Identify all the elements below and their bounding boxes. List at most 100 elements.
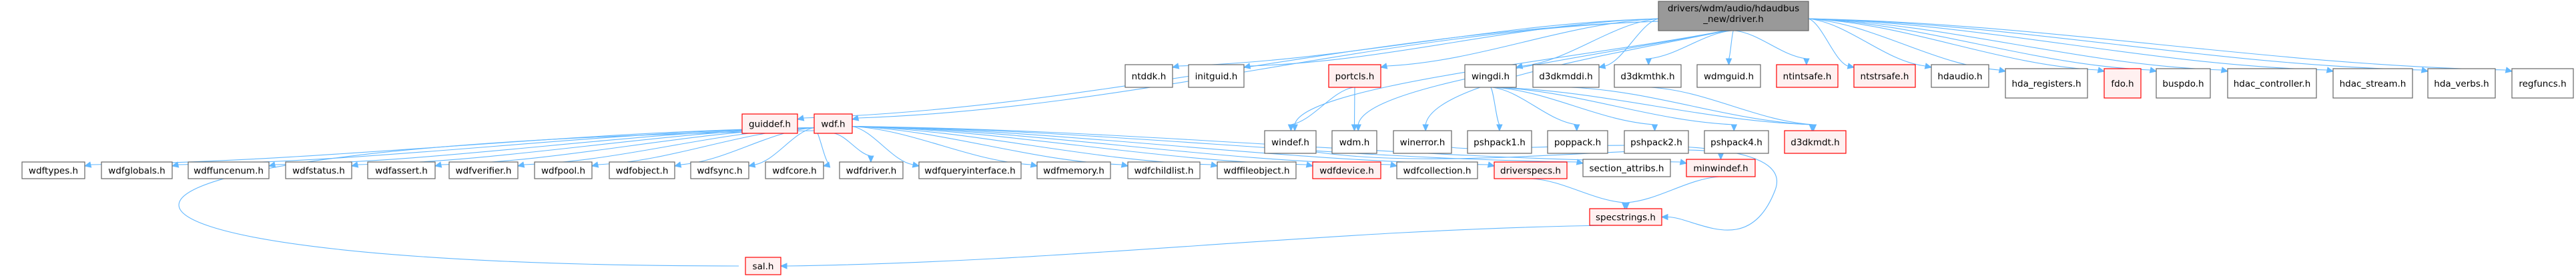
node-label: guiddef.h bbox=[749, 119, 791, 130]
node-label: sal.h bbox=[753, 261, 774, 272]
edge-wdf-to-wdfqueryinterface bbox=[852, 125, 920, 168]
node-box bbox=[1589, 208, 1662, 226]
node-wdmguid[interactable]: wdmguid.h bbox=[1696, 64, 1761, 88]
node-section-attribs[interactable]: section_attribs.h bbox=[1582, 159, 1671, 177]
node-d3dkmthk[interactable]: d3dkmthk.h bbox=[1614, 64, 1682, 88]
node-box bbox=[2104, 68, 2142, 99]
node-regfuncs[interactable]: regfuncs.h bbox=[2511, 68, 2574, 99]
edge-d3dkmthk-to-d3dkmdt bbox=[1650, 87, 1817, 132]
node-label: wingdi.h bbox=[1472, 71, 1510, 82]
node-wdf[interactable]: wdf.h bbox=[814, 113, 853, 134]
node-pshpack1[interactable]: pshpack1.h bbox=[1467, 130, 1532, 154]
node-label: wdffileobject.h bbox=[1223, 166, 1289, 177]
node-wdfpool[interactable]: wdfpool.h bbox=[534, 161, 593, 179]
edge-root-to-portcls bbox=[1379, 18, 1659, 69]
node-ntintsafe[interactable]: ntintsafe.h bbox=[1776, 64, 1839, 88]
node-guiddef[interactable]: guiddef.h bbox=[741, 113, 798, 134]
node-wdfstatus[interactable]: wdfstatus.h bbox=[285, 161, 352, 179]
node-fdo[interactable]: fdo.h bbox=[2104, 68, 2142, 99]
node-d3dkmdt[interactable]: d3dkmdt.h bbox=[1784, 130, 1847, 154]
node-label: ntstrsafe.h bbox=[1861, 71, 1909, 82]
arrowhead-icon bbox=[1660, 213, 1668, 221]
node-label: _new/driver.h bbox=[1702, 14, 1764, 25]
node-buspdo[interactable]: buspdo.h bbox=[2156, 68, 2211, 99]
node-sal[interactable]: sal.h bbox=[745, 257, 781, 275]
node-wdfsync[interactable]: wdfsync.h bbox=[690, 161, 749, 179]
node-box bbox=[918, 161, 1022, 179]
node-label: wdfdevice.h bbox=[1319, 166, 1374, 177]
node-portcls[interactable]: portcls.h bbox=[1328, 64, 1381, 88]
node-box bbox=[285, 161, 352, 179]
node-label: specstrings.h bbox=[1596, 213, 1656, 223]
node-wdfassert[interactable]: wdfassert.h bbox=[367, 161, 436, 179]
node-ntddk[interactable]: ntddk.h bbox=[1124, 64, 1173, 88]
node-box bbox=[1784, 130, 1847, 154]
node-wdfdriver[interactable]: wdfdriver.h bbox=[839, 161, 904, 179]
node-wdfchildlist[interactable]: wdfchildlist.h bbox=[1127, 161, 1201, 179]
edge-wingdi-to-d3dkmdt bbox=[1497, 87, 1815, 132]
node-box bbox=[534, 161, 593, 179]
node-poppack[interactable]: poppack.h bbox=[1547, 130, 1608, 154]
node-wdfverifier[interactable]: wdfverifier.h bbox=[448, 161, 519, 179]
arrowhead-icon bbox=[2505, 67, 2513, 73]
node-wdftypes[interactable]: wdftypes.h bbox=[21, 161, 85, 179]
node-box bbox=[1624, 130, 1689, 154]
node-hdac-controller[interactable]: hdac_controller.h bbox=[2227, 68, 2317, 99]
node-label: drivers/wdm/audio/hdaudbus bbox=[1668, 3, 1799, 14]
node-hdac-stream[interactable]: hdac_stream.h bbox=[2332, 68, 2413, 99]
node-d3dkmddi[interactable]: d3dkmddi.h bbox=[1532, 64, 1600, 88]
arrowhead-icon bbox=[1515, 63, 1524, 69]
node-wdfcore[interactable]: wdfcore.h bbox=[765, 161, 824, 179]
node-wdfglobals[interactable]: wdfglobals.h bbox=[101, 161, 173, 179]
node-hdaudio[interactable]: hdaudio.h bbox=[1931, 64, 1989, 88]
arrowhead-icon bbox=[2149, 67, 2158, 73]
node-pshpack4[interactable]: pshpack4.h bbox=[1704, 130, 1769, 154]
node-box bbox=[2156, 68, 2211, 99]
node-wdfqueryinterface[interactable]: wdfqueryinterface.h bbox=[918, 161, 1022, 179]
node-box bbox=[765, 161, 824, 179]
node-pshpack2[interactable]: pshpack2.h bbox=[1624, 130, 1689, 154]
node-label: hda_verbs.h bbox=[2434, 79, 2489, 89]
node-ntstrsafe[interactable]: ntstrsafe.h bbox=[1853, 64, 1916, 88]
node-label: pshpack2.h bbox=[1630, 137, 1682, 148]
node-label: wdfobject.h bbox=[616, 166, 669, 177]
edge-root-to-regfuncs bbox=[1808, 18, 2513, 73]
node-wdffuncenum[interactable]: wdffuncenum.h bbox=[188, 161, 270, 179]
node-wingdi[interactable]: wingdi.h bbox=[1464, 64, 1517, 88]
node-box bbox=[741, 113, 798, 134]
arrowhead-icon bbox=[1487, 161, 1496, 168]
node-windef[interactable]: windef.h bbox=[1264, 130, 1317, 154]
edge-root-to-ntstrsafe bbox=[1808, 18, 1855, 69]
node-wdffileobject[interactable]: wdffileobject.h bbox=[1217, 161, 1297, 179]
node-box bbox=[1614, 64, 1682, 88]
node-label: d3dkmddi.h bbox=[1539, 71, 1592, 82]
node-box bbox=[1464, 64, 1517, 88]
node-label: buspdo.h bbox=[2162, 79, 2204, 89]
node-hda-registers[interactable]: hda_registers.h bbox=[2005, 68, 2088, 99]
node-winerror[interactable]: winerror.h bbox=[1393, 130, 1452, 154]
node-box bbox=[1853, 64, 1916, 88]
node-wdfobject[interactable]: wdfobject.h bbox=[609, 161, 675, 179]
node-label: hdac_stream.h bbox=[2340, 79, 2406, 89]
node-initguid[interactable]: initguid.h bbox=[1188, 64, 1245, 88]
node-wdfmemory[interactable]: wdfmemory.h bbox=[1036, 161, 1111, 179]
edge-wdf-to-driverspecs bbox=[852, 125, 1496, 168]
node-wdfdevice[interactable]: wdfdevice.h bbox=[1312, 161, 1381, 179]
node-root[interactable]: drivers/wdm/audio/hdaudbus_new/driver.h bbox=[1658, 1, 1809, 31]
arrowhead-icon bbox=[1576, 159, 1584, 165]
node-wdfcollection[interactable]: wdfcollection.h bbox=[1396, 161, 1478, 179]
node-driverspecs[interactable]: driverspecs.h bbox=[1494, 161, 1568, 179]
arrowhead-icon bbox=[1291, 124, 1298, 132]
arrowhead-icon bbox=[1651, 124, 1658, 132]
arrowhead-icon bbox=[1379, 63, 1388, 69]
arrowhead-icon bbox=[1120, 161, 1129, 168]
node-hda-verbs[interactable]: hda_verbs.h bbox=[2427, 68, 2496, 99]
node-wdm[interactable]: wdm.h bbox=[1331, 130, 1377, 154]
node-specstrings[interactable]: specstrings.h bbox=[1589, 208, 1662, 226]
arrowhead-icon bbox=[2097, 67, 2106, 73]
node-minwindef[interactable]: minwindef.h bbox=[1686, 159, 1756, 177]
arrowhead-icon bbox=[1730, 124, 1738, 132]
node-label: wdm.h bbox=[1339, 137, 1370, 148]
node-box bbox=[1582, 159, 1671, 177]
edge-root-to-fdo bbox=[1808, 18, 2106, 73]
